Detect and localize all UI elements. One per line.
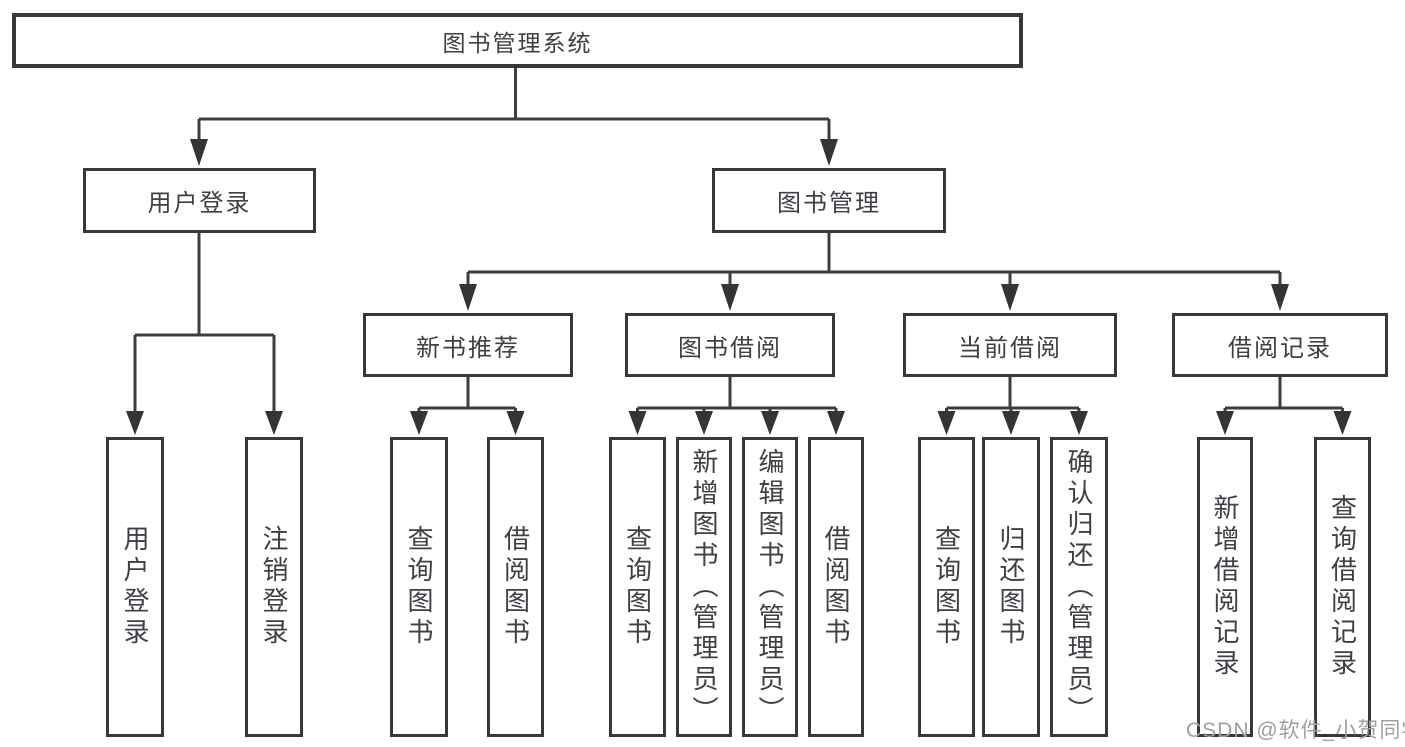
arrowhead-icon bbox=[1001, 284, 1019, 311]
node-new-book-recommend: 新书推荐 bbox=[363, 313, 573, 377]
arrowhead-icon bbox=[937, 411, 956, 435]
leaf-query-books-borrow-label: 查询图书 bbox=[622, 525, 653, 649]
leaf-borrow-books-newbooks: 借阅图书 bbox=[487, 437, 544, 737]
node-library-system: 图书管理系统 bbox=[12, 13, 1023, 68]
leaf-query-books-current: 查询图书 bbox=[918, 437, 975, 737]
leaf-edit-books-admin: 编辑图书（管理员） bbox=[742, 437, 798, 737]
leaf-query-borrow-record: 查询借阅记录 bbox=[1314, 437, 1371, 737]
leaf-logout: 注销登录 bbox=[245, 437, 303, 737]
csdn-watermark: CSDN @软件_小贺同学 bbox=[1186, 719, 1405, 742]
arrowhead-icon bbox=[827, 411, 845, 435]
arrowhead-icon bbox=[820, 139, 838, 166]
arrowhead-icon bbox=[1216, 411, 1234, 435]
leaf-add-books-admin: 新增图书（管理员） bbox=[676, 437, 732, 737]
node-borrowing-records: 借阅记录 bbox=[1172, 313, 1388, 377]
leaf-add-books-admin-label: 新增图书（管理员） bbox=[689, 447, 719, 727]
arrowhead-icon bbox=[1002, 411, 1020, 435]
arrowhead-icon bbox=[506, 411, 525, 435]
arrowhead-icon bbox=[459, 284, 477, 311]
node-book-borrowing: 图书借阅 bbox=[625, 313, 835, 377]
leaf-borrow-books-borrow-label: 借阅图书 bbox=[821, 525, 851, 649]
arrowhead-icon bbox=[1271, 284, 1289, 311]
leaf-borrow-books-borrow: 借阅图书 bbox=[808, 437, 864, 737]
leaf-return-books-label: 归还图书 bbox=[996, 525, 1026, 649]
arrowhead-icon bbox=[695, 411, 713, 435]
arrowhead-icon bbox=[1070, 411, 1088, 435]
arrowhead-icon bbox=[628, 411, 647, 435]
arrowhead-icon bbox=[721, 284, 739, 311]
node-user-login-label: 用户登录 bbox=[147, 190, 252, 217]
node-book-borrowing-label: 图书借阅 bbox=[678, 334, 782, 362]
node-current-borrowing: 当前借阅 bbox=[903, 313, 1117, 377]
leaf-query-books-borrow: 查询图书 bbox=[609, 437, 666, 737]
leaf-edit-books-admin-label: 编辑图书（管理员） bbox=[755, 447, 785, 727]
node-book-management-label: 图书管理 bbox=[777, 190, 881, 217]
leaf-confirm-return-admin-label: 确认归还（管理员） bbox=[1064, 447, 1094, 727]
leaf-user-login: 用户登录 bbox=[106, 437, 164, 737]
node-user-login: 用户登录 bbox=[83, 168, 316, 233]
leaf-add-borrow-record: 新增借阅记录 bbox=[1197, 437, 1253, 737]
node-book-management: 图书管理 bbox=[712, 168, 946, 233]
leaf-user-login-label: 用户登录 bbox=[120, 525, 150, 649]
node-current-borrowing-label: 当前借阅 bbox=[958, 334, 1062, 362]
leaf-query-books-newbooks-label: 查询图书 bbox=[404, 525, 434, 649]
leaf-logout-label: 注销登录 bbox=[259, 525, 289, 649]
leaf-query-borrow-record-label: 查询借阅记录 bbox=[1327, 494, 1358, 680]
leaf-query-books-newbooks: 查询图书 bbox=[390, 437, 448, 737]
arrowhead-icon bbox=[265, 411, 283, 435]
leaf-borrow-books-newbooks-label: 借阅图书 bbox=[500, 525, 531, 649]
arrowhead-icon bbox=[190, 139, 208, 166]
leaf-confirm-return-admin: 确认归还（管理员） bbox=[1050, 437, 1108, 737]
node-new-book-recommend-label: 新书推荐 bbox=[416, 334, 520, 362]
node-library-system-label: 图书管理系统 bbox=[442, 29, 593, 56]
node-borrowing-records-label: 借阅记录 bbox=[1228, 334, 1332, 362]
arrowhead-icon bbox=[126, 411, 144, 435]
leaf-return-books: 归还图书 bbox=[982, 437, 1040, 737]
leaf-add-borrow-record-label: 新增借阅记录 bbox=[1210, 494, 1240, 680]
leaf-query-books-current-label: 查询图书 bbox=[931, 525, 962, 649]
arrowhead-icon bbox=[1333, 411, 1352, 435]
arrowhead-icon bbox=[761, 411, 779, 435]
arrowhead-icon bbox=[410, 411, 428, 435]
